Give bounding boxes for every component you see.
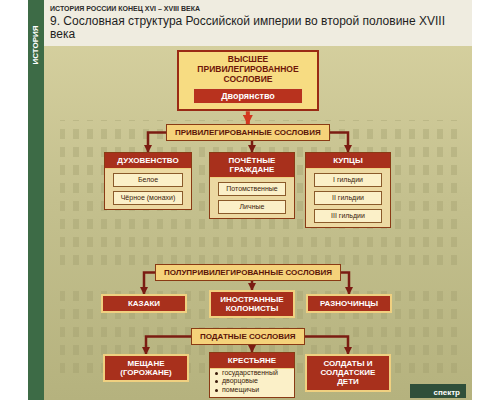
node-heading: МЕЩАНЕ (ГОРОЖАНЕ) xyxy=(108,359,184,377)
node-heading: III гильдии xyxy=(318,212,378,220)
bullet xyxy=(215,389,218,392)
node-heading: КУПЦЫ xyxy=(306,153,390,169)
node-heading: Потомственные xyxy=(222,185,282,193)
list-item: дворцовые xyxy=(210,377,294,385)
node-heading: I гильдии xyxy=(318,176,378,184)
group-banner: ПРИВИЛЕГИРОВАННЫЕ СОСЛОВИЯ xyxy=(166,124,330,141)
subgroup-box: Потомственные xyxy=(218,182,286,196)
flow-arrow xyxy=(146,337,191,355)
subgroup-box: I гильдии xyxy=(314,173,382,187)
building-texture xyxy=(60,120,460,270)
list-item: государственный xyxy=(210,369,294,377)
estate-group-box: КУПЦЫ I гильдии II гильдииIII гильдии xyxy=(305,152,391,228)
list-item-text: помещичьи xyxy=(222,386,259,393)
series-header: ИСТОРИЯ РОССИИ КОНЕЦ XVI – XVIII ВЕКА xyxy=(50,5,200,12)
flow-arrow xyxy=(341,273,349,295)
estate-group-box: ДУХОВЕНСТВО БелоеЧёрное (монахи) xyxy=(104,152,192,210)
node-heading: ПОЛУПРИВИЛЕГИРОВАННЫЕ СОСЛОВИЯ xyxy=(164,268,332,277)
estate-group-box: КРЕСТЬЯНЕгосударственныйдворцовые помещич… xyxy=(209,352,295,398)
estate-group-box: ПОЧЁТНЫЕ ГРАЖДАНЕ ПотомственныеЛичные xyxy=(209,152,295,219)
estate-box: КАЗАКИ xyxy=(101,294,187,313)
node-heading: РАЗНОЧИНЦЫ xyxy=(311,299,387,308)
node-heading: КРЕСТЬЯНЕ xyxy=(210,353,294,369)
node-heading: Дворянство xyxy=(198,91,298,101)
publisher-logo: спектр xyxy=(433,388,460,397)
list-item-text: дворцовые xyxy=(222,377,258,384)
node-heading: Личные xyxy=(222,203,282,211)
list-item-text: государственный xyxy=(222,369,278,376)
estate-box: Дворянство xyxy=(193,88,303,104)
subgroup-box: Белое xyxy=(113,173,183,187)
bullet xyxy=(215,372,218,375)
bullet xyxy=(215,380,218,383)
estate-box: ИНОСТРАННЫЕ КОЛОНИСТЫ xyxy=(209,290,295,318)
node-heading: ПОДАТНЫЕ СОСЛОВИЯ xyxy=(200,332,296,341)
estate-box: СОЛДАТЫ И СОЛДАТСКИЕ ДЕТИ xyxy=(305,354,391,392)
node-heading: ДУХОВЕНСТВО xyxy=(105,153,191,169)
flow-arrow xyxy=(251,345,254,352)
side-strip xyxy=(28,0,44,400)
subgroup-box: Личные xyxy=(218,200,286,214)
node-heading: II гильдии xyxy=(318,194,378,202)
node-heading: КАЗАКИ xyxy=(106,299,182,308)
subgroup-box: Чёрное (монахи) xyxy=(113,191,183,205)
flow-arrow xyxy=(148,133,166,153)
group-banner: ПОЛУПРИВИЛЕГИРОВАННЫЕ СОСЛОВИЯ xyxy=(155,264,341,281)
node-heading: ПОЧЁТНЫЕ ГРАЖДАНЕ xyxy=(210,153,294,178)
flow-arrow xyxy=(330,133,348,153)
flow-arrow xyxy=(305,337,349,355)
flow-arrow xyxy=(251,141,254,152)
poster-title: 9. Сословная структура Российской импери… xyxy=(50,15,460,42)
flow-arrow xyxy=(144,273,155,295)
node-heading: ПРИВИЛЕГИРОВАННЫЕ СОСЛОВИЯ xyxy=(175,128,321,137)
node-heading: Чёрное (монахи) xyxy=(117,194,179,202)
logo-ground xyxy=(410,384,466,398)
side-tab-label: ИСТОРИЯ xyxy=(29,10,43,80)
estate-box: ВЫСШЕЕ ПРИВИЛЕГИРОВАННОЕ СОСЛОВИЕ Дворянс… xyxy=(177,50,319,111)
node-heading: Белое xyxy=(117,176,179,184)
header-ground xyxy=(28,0,472,46)
flow-arrow xyxy=(246,111,250,124)
subgroup-box: II гильдии xyxy=(314,191,382,205)
poster-ground xyxy=(28,0,472,400)
subgroup-box: III гильдии xyxy=(314,209,382,223)
node-heading: ИНОСТРАННЫЕ КОЛОНИСТЫ xyxy=(214,295,290,313)
flow-arrow xyxy=(251,281,254,290)
estate-box: РАЗНОЧИНЦЫ xyxy=(306,294,392,313)
estate-box: МЕЩАНЕ (ГОРОЖАНЕ) xyxy=(103,354,189,382)
group-banner: ПОДАТНЫЕ СОСЛОВИЯ xyxy=(191,328,305,345)
list-item: помещичьи xyxy=(210,386,294,394)
node-heading: ВЫСШЕЕ ПРИВИЛЕГИРОВАННОЕ СОСЛОВИЕ xyxy=(185,55,311,84)
node-heading: СОЛДАТЫ И СОЛДАТСКИЕ ДЕТИ xyxy=(310,359,386,387)
